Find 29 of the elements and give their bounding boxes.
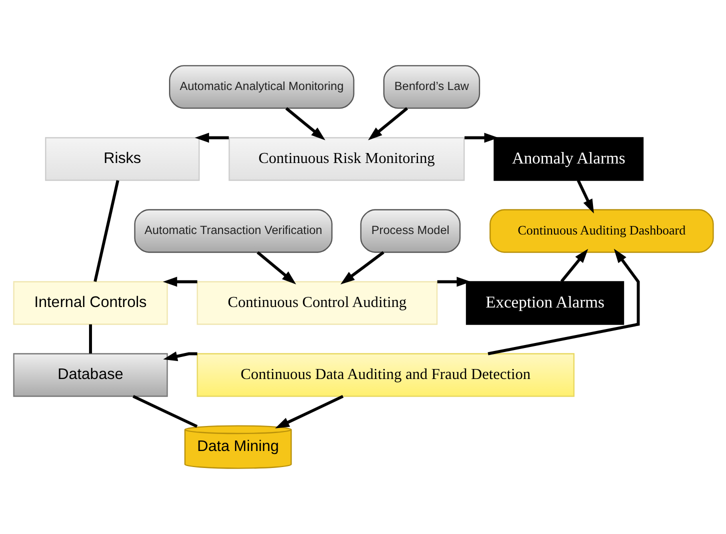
arrow — [560, 248, 588, 282]
node-box: Exception Alarms — [465, 281, 624, 325]
arrow — [340, 251, 384, 284]
node-box: Benford’s Law — [382, 65, 480, 109]
arrow — [464, 132, 498, 143]
arrow — [274, 395, 344, 428]
arrow — [436, 276, 470, 287]
connector — [88, 324, 92, 354]
node-box: Automatic Analytical Monitoring — [168, 65, 354, 109]
node-box: Internal Controls — [12, 281, 168, 325]
node-box: Anomaly Alarms — [493, 137, 644, 181]
node-box: Continuous Data Auditing and Fraud Detection — [196, 353, 574, 397]
connector — [93, 180, 119, 282]
arrow — [162, 351, 197, 362]
node-box: Process Model — [360, 209, 460, 253]
node-box: Continuous Risk Monitoring — [228, 137, 464, 181]
node-box: Continuous Auditing Dashboard — [489, 209, 714, 253]
arrow — [576, 180, 594, 214]
arrow — [256, 251, 296, 284]
arrow — [284, 107, 325, 140]
node-box: Continuous Control Auditing — [196, 281, 438, 325]
node-box: Automatic Transaction Verification — [134, 209, 332, 253]
node-box: Risks — [44, 137, 200, 181]
arrow — [162, 276, 197, 287]
arrow — [368, 107, 408, 140]
arrow — [487, 248, 640, 356]
arrow — [194, 132, 228, 143]
node-box: Database — [12, 353, 168, 397]
connector — [132, 395, 198, 428]
